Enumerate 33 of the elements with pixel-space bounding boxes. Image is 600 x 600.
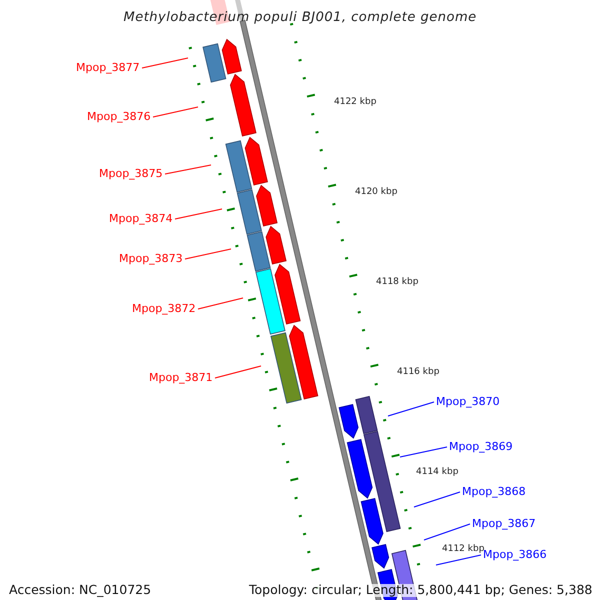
leader-line bbox=[414, 492, 460, 508]
leader-line bbox=[424, 524, 470, 540]
gene-label: Mpop_3871 bbox=[149, 372, 213, 383]
accession-text: Accession: NC_010725 bbox=[9, 584, 152, 596]
leader-line bbox=[400, 446, 448, 458]
tick-label: 4114 kbp bbox=[416, 468, 458, 477]
leader-line bbox=[388, 402, 434, 416]
gene-label: Mpop_3867 bbox=[472, 518, 536, 529]
leader-line bbox=[198, 298, 244, 310]
gene-label: Mpop_3873 bbox=[119, 253, 183, 264]
leader-line bbox=[174, 208, 222, 220]
leader-line bbox=[152, 106, 198, 118]
leader-line bbox=[214, 366, 262, 378]
gene-label: Mpop_3872 bbox=[132, 303, 196, 314]
leader-line bbox=[142, 58, 188, 68]
tick-label: 4120 kbp bbox=[355, 188, 398, 197]
tick-label: 4122 kbp bbox=[334, 98, 376, 107]
leader-line bbox=[436, 554, 482, 566]
summary-text: Topology: circular; Length: 5,800,441 bp; Genes: 5,388 bbox=[249, 584, 592, 596]
gene-label: Mpop_3876 bbox=[87, 111, 151, 122]
gene-label: Mpop_3877 bbox=[76, 62, 140, 73]
tick-label: 4118 kbp bbox=[376, 278, 418, 287]
tick-label: 4112 kbp bbox=[442, 545, 484, 554]
gene-label: Mpop_3874 bbox=[109, 213, 173, 224]
gene-label: Mpop_3870 bbox=[436, 396, 500, 407]
gene-label: Mpop_3868 bbox=[462, 486, 526, 497]
gene-label: Mpop_3875 bbox=[99, 168, 163, 179]
gene-label: Mpop_3869 bbox=[449, 441, 513, 452]
leader-line bbox=[184, 248, 232, 260]
gene-label: Mpop_3866 bbox=[483, 549, 547, 560]
tick-label: 4116 kbp bbox=[397, 368, 440, 377]
title: Methylobacterium populi BJ001, complete genome bbox=[124, 11, 477, 24]
leader-line bbox=[164, 164, 212, 174]
